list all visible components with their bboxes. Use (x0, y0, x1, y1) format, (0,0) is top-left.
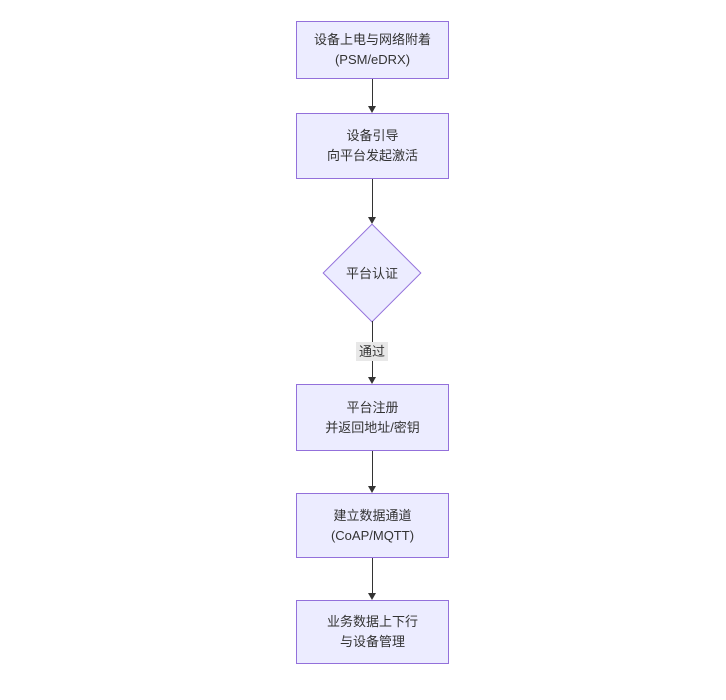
node-text-line: 建立数据通道 (333, 507, 412, 523)
arrowhead-icon (368, 377, 376, 384)
node-text-line: 向平台发起激活 (326, 148, 418, 163)
node-text-line: 设备引导 (346, 128, 399, 143)
node-establish-data-channel: 建立数据通道 (CoAP/MQTT) (296, 493, 449, 558)
node-text-line: (PSM/eDRX) (334, 52, 411, 67)
edge-line (372, 79, 373, 107)
node-device-bootstrap-activate: 设备引导 向平台发起激活 (296, 113, 449, 179)
node-text-line: (CoAP/MQTT) (330, 527, 415, 543)
arrowhead-icon (368, 486, 376, 493)
node-text-line: 并返回地址/密钥 (325, 419, 420, 435)
node-text-line: 平台认证 (345, 266, 398, 281)
node-platform-register: 平台注册 并返回地址/密钥 (296, 384, 449, 451)
arrowhead-icon (368, 106, 376, 113)
edge-line (372, 558, 373, 594)
arrowhead-icon (368, 217, 376, 224)
edge-line (372, 451, 373, 487)
node-device-power-network-attach: 设备上电与网络附着 (PSM/eDRX) (296, 21, 449, 79)
node-business-data-device-mgmt: 业务数据上下行 与设备管理 (296, 600, 449, 664)
arrowhead-icon (368, 593, 376, 600)
decision-platform-auth: 平台认证 (322, 223, 422, 323)
node-text-line: 与设备管理 (339, 634, 405, 649)
edge-label-pass: 通过 (355, 342, 389, 361)
node-text-line: 平台注册 (346, 399, 399, 415)
node-text-line: 业务数据上下行 (326, 614, 418, 629)
edge-line (372, 179, 373, 218)
node-text-line: 设备上电与网络附着 (313, 32, 431, 47)
